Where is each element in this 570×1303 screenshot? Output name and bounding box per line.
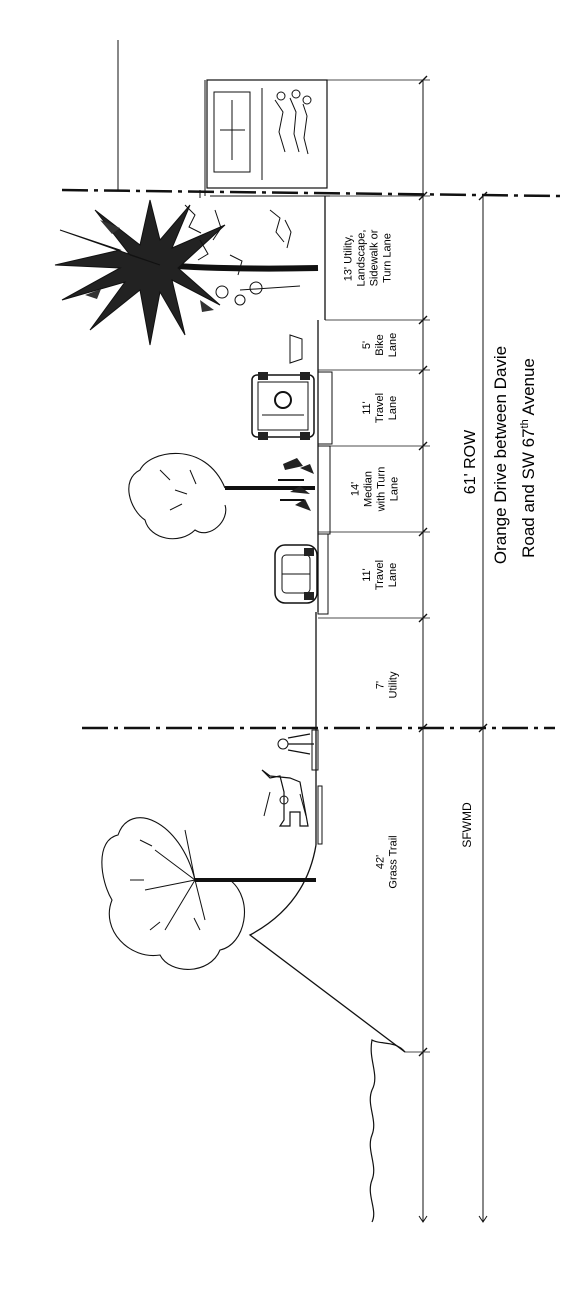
- oak-tree-icon: [128, 452, 315, 540]
- segment-label-line: Utility: [388, 671, 400, 698]
- segment-label-line: 14': [350, 482, 362, 496]
- segment-label-line: Grass Trail: [388, 835, 400, 888]
- segment-label-bike-lane: 5'BikeLane: [361, 333, 399, 357]
- segment-label-line: Travel: [374, 560, 386, 590]
- caption-line-2: Road and SW 67th Avenue: [519, 358, 538, 558]
- palm-tree-icon: [54, 199, 319, 346]
- segment-label-line: Median: [363, 471, 375, 507]
- segment-label-line: Lane: [387, 333, 399, 357]
- segment-label-line: Lane: [387, 396, 399, 420]
- segment-label-line: Travel: [374, 393, 386, 423]
- segment-label-line: 42': [375, 855, 387, 869]
- segment-label-line: Bike: [374, 334, 386, 355]
- segment-label-line: 5': [361, 341, 373, 349]
- segment-label-line: with Turn: [376, 467, 388, 513]
- segment-label-travel-lane-2: 11'TravelLane: [361, 560, 399, 590]
- segment-label-grass-trail: 42'Grass Trail: [375, 835, 400, 888]
- dimension-lines: [208, 75, 488, 1223]
- caption-line-1: Orange Drive between Davie: [491, 346, 510, 564]
- segment-label-utility: 7'Utility: [375, 671, 400, 698]
- building-icon: [117, 40, 330, 198]
- sfwmd-label: SFWMD: [460, 802, 474, 848]
- segment-label-line: 7': [375, 681, 387, 689]
- segment-label-line: Lane: [389, 477, 401, 501]
- pedestrian-icon: [277, 733, 314, 755]
- segment-labels: 13' Utility,Landscape,Sidewalk orTurn La…: [343, 229, 401, 888]
- horse-rider-icon: [261, 769, 309, 827]
- suv-icon: [251, 372, 315, 440]
- segment-label-line: Landscape,: [356, 230, 368, 287]
- segment-label-median: 14'Medianwith TurnLane: [350, 467, 401, 513]
- segment-label-travel-lane-1: 11'TravelLane: [361, 393, 399, 423]
- plants-sidewalk: [184, 204, 303, 364]
- car-icon: [274, 544, 318, 604]
- row-label: 61' ROW: [462, 429, 479, 494]
- segment-label-line: 11': [361, 401, 373, 415]
- segment-label-line: 11': [361, 568, 373, 582]
- segment-label-line: Turn Lane: [382, 233, 394, 283]
- ground-profile: [248, 196, 406, 1053]
- caption: Orange Drive between Davie Road and SW 6…: [491, 346, 538, 564]
- segment-label-line: Lane: [387, 563, 399, 587]
- segment-label-line: Sidewalk or: [369, 229, 381, 286]
- canal-water-icon: [369, 1039, 406, 1223]
- segment-label-line: 13' Utility,: [343, 235, 355, 282]
- tree-icon: [101, 817, 316, 970]
- segment-label-sidewalk: 13' Utility,Landscape,Sidewalk orTurn La…: [343, 229, 394, 286]
